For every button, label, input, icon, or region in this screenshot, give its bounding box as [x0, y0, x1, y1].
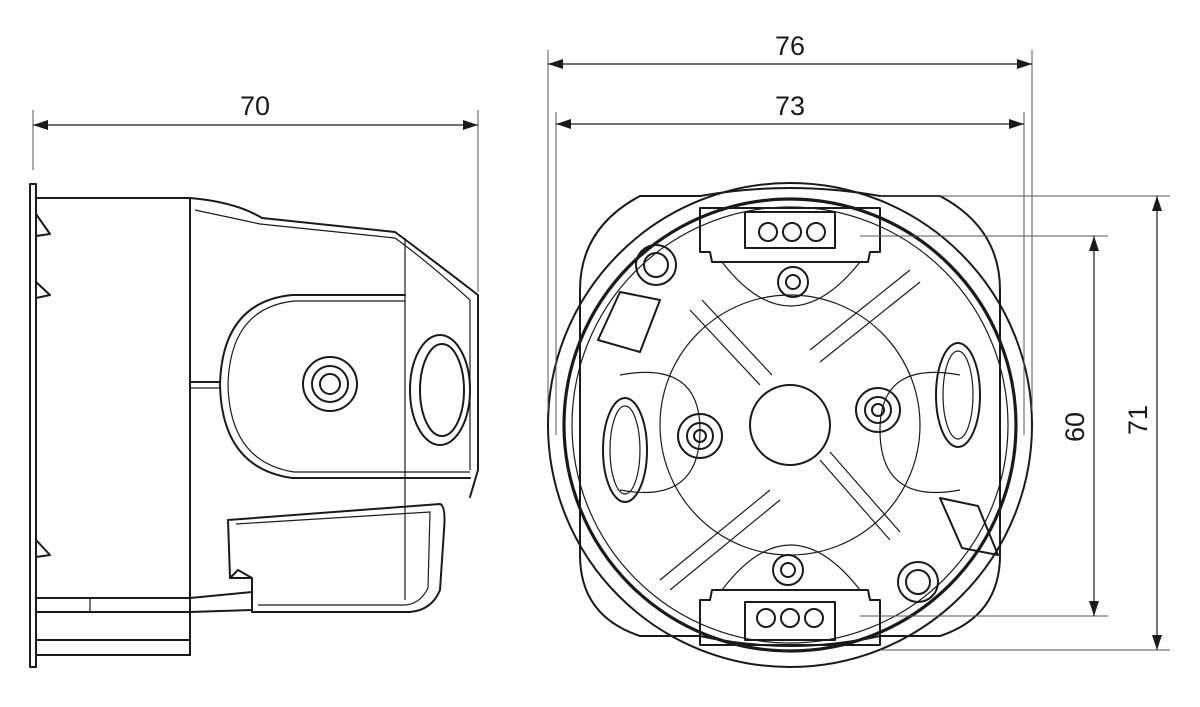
- side-view: [29, 183, 479, 668]
- front-inner-height-label: 60: [1060, 412, 1090, 442]
- front-outer-width-label: 76: [775, 31, 805, 61]
- side-width-dimension: 70: [32, 91, 479, 292]
- front-outer-height-dimension: 71: [880, 195, 1170, 651]
- front-inner-width-dimension: 73: [555, 91, 1025, 435]
- front-view: [547, 182, 1033, 668]
- front-outer-height-label: 71: [1123, 405, 1153, 435]
- front-outer-width-dimension: 76: [547, 31, 1033, 410]
- front-inner-height-dimension: 60: [860, 235, 1108, 617]
- side-width-label: 70: [240, 91, 270, 121]
- front-inner-width-label: 73: [775, 91, 805, 121]
